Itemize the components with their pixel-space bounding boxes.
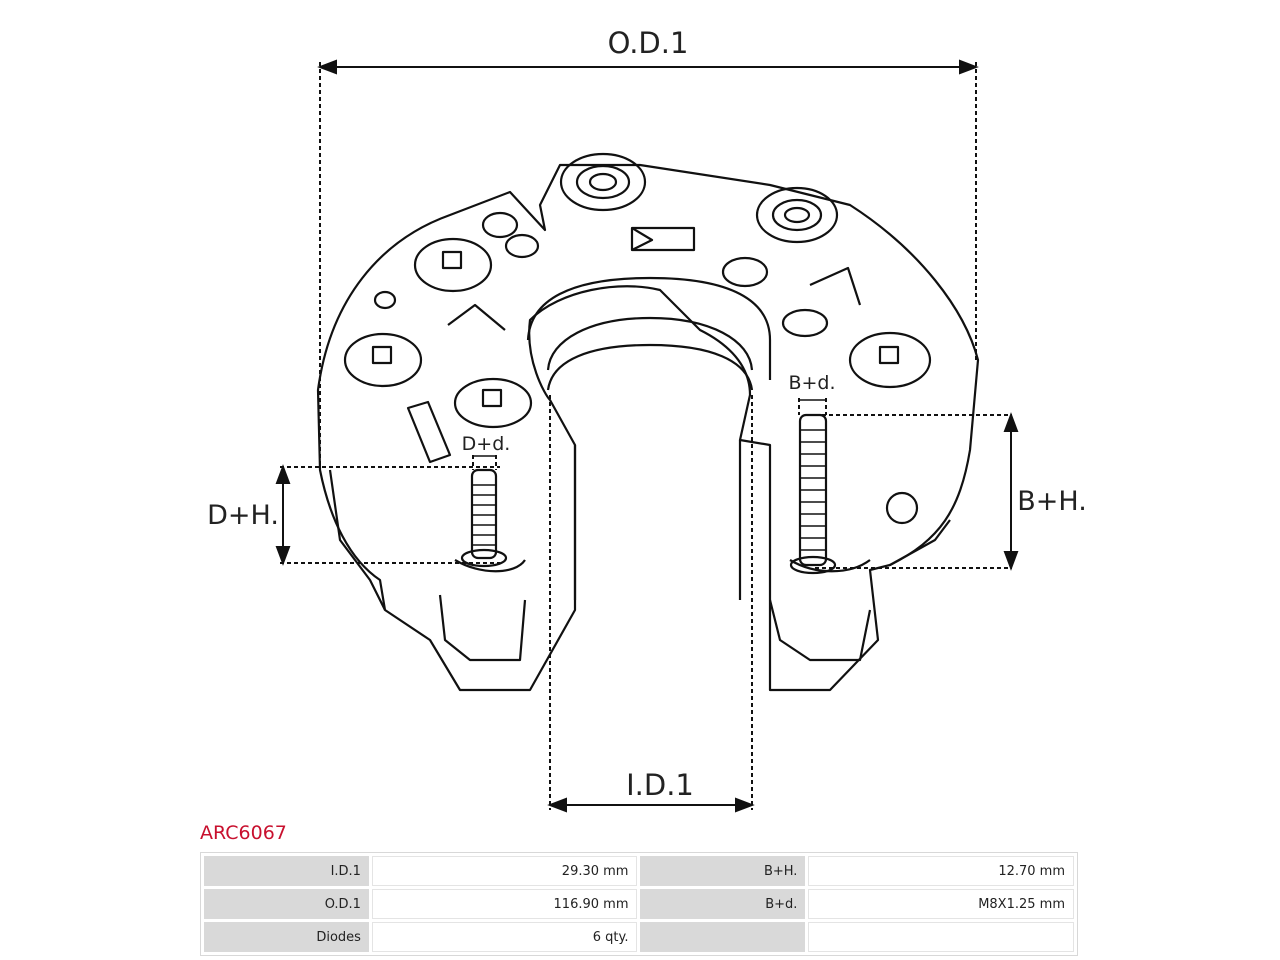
spec-value: M8X1.25 mm xyxy=(808,889,1074,919)
spec-value: 29.30 mm xyxy=(371,856,638,886)
spec-value: 116.90 mm xyxy=(371,889,638,919)
diode-4 xyxy=(848,331,932,389)
center-bore-ring xyxy=(526,276,772,380)
table-row: I.D.1 29.30 mm B+H. 12.70 mm xyxy=(204,856,1074,886)
od-label: O.D.1 xyxy=(608,26,689,60)
table-row: O.D.1 116.90 mm B+d. M8X1.25 mm xyxy=(204,889,1074,919)
spec-key: Diodes xyxy=(204,922,369,952)
diode-2 xyxy=(343,332,423,388)
specs-table: I.D.1 29.30 mm B+H. 12.70 mm O.D.1 116.9… xyxy=(200,852,1078,956)
spec-key xyxy=(640,922,806,952)
table-row: Diodes 6 qty. xyxy=(204,922,1074,952)
spec-key: B+H. xyxy=(640,856,806,886)
spec-value xyxy=(808,922,1074,952)
marking-plate xyxy=(630,226,696,252)
bh-label: B+H. xyxy=(1017,486,1087,517)
stud-d xyxy=(470,468,498,560)
dh-label: D+H. xyxy=(207,500,279,531)
spec-key: I.D.1 xyxy=(204,856,369,886)
rectifier-body-outline xyxy=(316,163,980,692)
rectifier-diagram: O.D.1 I.D.1 D+H. D+d. B+H. B+d. xyxy=(207,26,1087,813)
part-code: ARC6067 xyxy=(200,822,287,844)
id-label: I.D.1 xyxy=(626,768,694,802)
spec-key: B+d. xyxy=(640,889,806,919)
spec-value: 6 qty. xyxy=(371,922,638,952)
spec-value: 12.70 mm xyxy=(808,856,1074,886)
spec-key: O.D.1 xyxy=(204,889,369,919)
dd-label: D+d. xyxy=(462,433,511,455)
terminal-top-center xyxy=(559,152,647,212)
diode-3 xyxy=(453,377,533,429)
bd-label: B+d. xyxy=(788,372,835,394)
diode-1 xyxy=(413,237,493,293)
terminal-top-right xyxy=(755,186,839,244)
